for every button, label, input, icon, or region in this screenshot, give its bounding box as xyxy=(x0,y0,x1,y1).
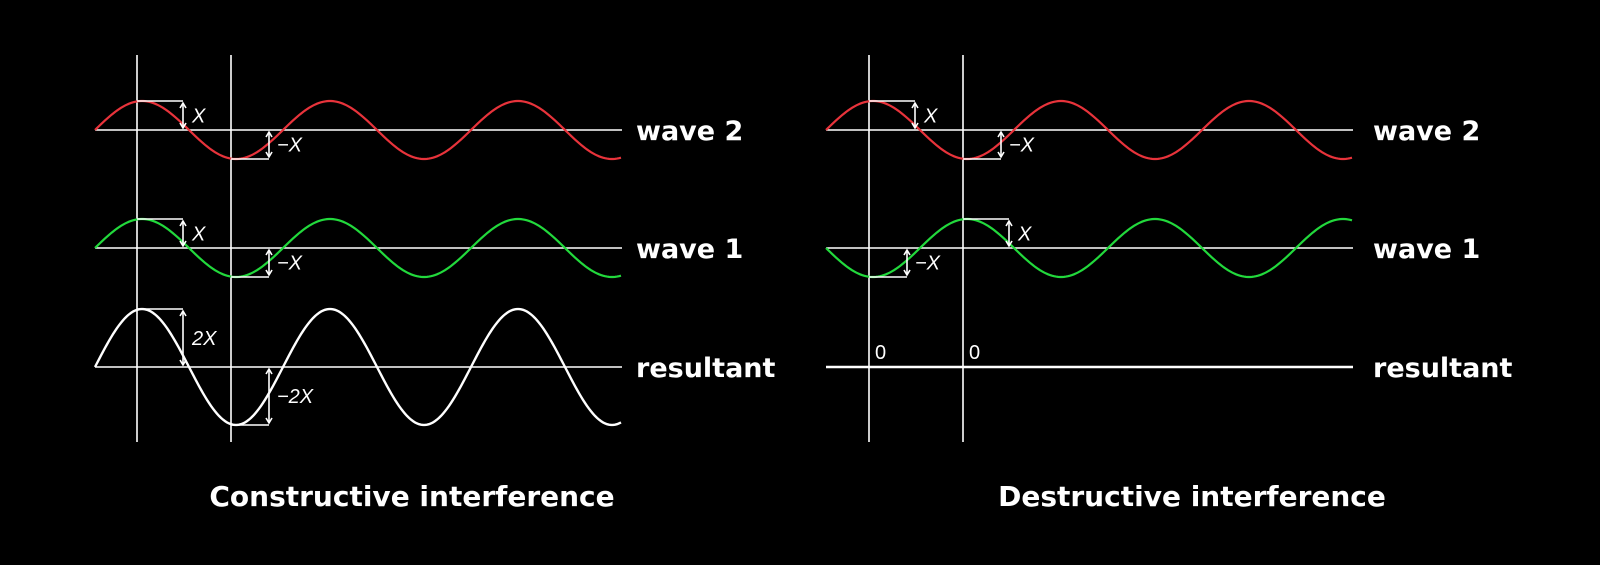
wave1-curve xyxy=(825,217,1353,279)
peak-amplitude-label: X xyxy=(1017,224,1032,246)
arrow-head xyxy=(179,122,187,130)
wave2-curve xyxy=(825,99,1353,161)
arrow-head xyxy=(911,101,919,109)
peak-amplitude-label: X xyxy=(923,106,938,128)
arrow-head xyxy=(265,269,273,277)
trough-amplitude-label: −2X xyxy=(277,386,314,408)
resultant-label: resultant xyxy=(636,353,776,384)
arrow-head xyxy=(1005,240,1013,248)
arrow-head xyxy=(903,269,911,277)
arrow-head xyxy=(997,130,1005,138)
arrow-head xyxy=(179,359,187,367)
trough-amplitude-label: −X xyxy=(1009,135,1035,157)
trough-amplitude-label: −X xyxy=(277,253,303,275)
arrow-head xyxy=(265,367,273,375)
peak-amplitude-label: 2X xyxy=(191,328,217,350)
trough-amplitude-label: −X xyxy=(277,135,303,157)
peak-amplitude-label: X xyxy=(191,106,206,128)
arrow-head xyxy=(265,130,273,138)
arrow-head xyxy=(179,101,187,109)
arrow-head xyxy=(911,122,919,130)
zero-label: 0 xyxy=(875,342,886,364)
wave2-label: wave 2 xyxy=(636,116,743,147)
arrow-head xyxy=(903,248,911,256)
wave1-label: wave 1 xyxy=(1373,234,1480,265)
constructive-caption: Constructive interference xyxy=(209,480,614,513)
wave1-label: wave 1 xyxy=(636,234,743,265)
peak-amplitude-label: X xyxy=(191,224,206,246)
zero-label: 0 xyxy=(969,342,980,364)
arrow-head xyxy=(997,151,1005,159)
wave2-label: wave 2 xyxy=(1373,116,1480,147)
resultant-label: resultant xyxy=(1373,353,1513,384)
arrow-head xyxy=(265,248,273,256)
arrow-head xyxy=(265,151,273,159)
arrow-head xyxy=(179,309,187,317)
destructive-panel: wave 2 X −X wave 1 X −X resultant 0 0 xyxy=(825,55,1513,442)
constructive-panel: wave 2 X −X wave 1 X −X resultant 2X −2X xyxy=(93,55,776,442)
arrow-head xyxy=(265,417,273,425)
arrow-head xyxy=(179,219,187,227)
arrow-head xyxy=(1005,219,1013,227)
trough-amplitude-label: −X xyxy=(915,253,941,275)
arrow-head xyxy=(179,240,187,248)
destructive-caption: Destructive interference xyxy=(998,480,1386,513)
